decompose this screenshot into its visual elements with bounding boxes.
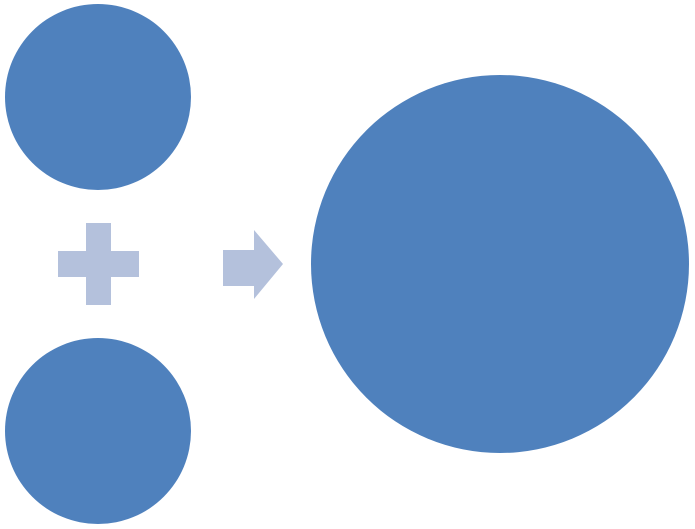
result-circle bbox=[311, 75, 689, 453]
input-circle-top bbox=[5, 4, 191, 190]
input-circle-bottom bbox=[5, 338, 191, 524]
arrow-right-icon bbox=[223, 230, 283, 299]
plus-icon bbox=[58, 223, 139, 305]
